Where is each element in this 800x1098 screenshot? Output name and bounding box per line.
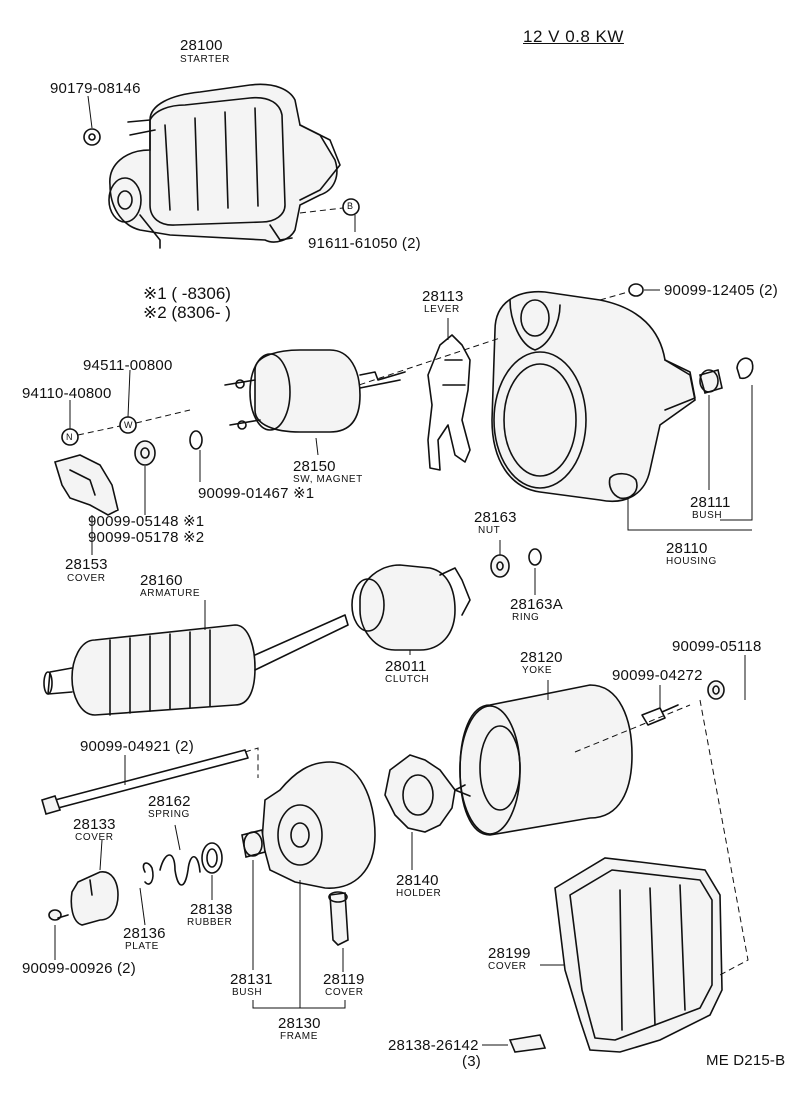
- part-number-28113: 28113: [422, 288, 464, 305]
- part-number-90099-05178: 90099-05178 ※2: [88, 529, 205, 546]
- screw-90099-04272-drawing: [641, 704, 679, 726]
- nut-90099-05118-drawing: [707, 680, 725, 700]
- part-number-28131: 28131: [230, 971, 273, 988]
- part-number-28100: 28100: [180, 37, 223, 54]
- starter-assembly-drawing: [108, 83, 341, 249]
- part-number-28119: 28119: [323, 971, 365, 988]
- part-name-plate: PLATE: [125, 941, 159, 952]
- part-name-cover-28133: COVER: [75, 832, 114, 843]
- part-name-holder: HOLDER: [396, 888, 442, 899]
- part-name-armature: ARMATURE: [140, 588, 201, 599]
- marker-b: [342, 198, 360, 216]
- part-name-clutch: CLUTCH: [385, 674, 430, 685]
- lever-drawing: [427, 334, 471, 471]
- part-number-94110-40800: 94110-40800: [22, 385, 112, 402]
- part-number-90099-01467: 90099-01467 ※1: [198, 485, 315, 502]
- part-name-nut-28163: NUT: [478, 525, 501, 536]
- part-number-90099-04921: 90099-04921 (2): [80, 738, 194, 755]
- clip-28138-26142-drawing: [508, 1034, 547, 1053]
- part-number-28011: 28011: [385, 658, 427, 675]
- part-number-28162: 28162: [148, 793, 191, 810]
- part-name-frame: FRAME: [280, 1031, 318, 1042]
- part-qty-28138-26142: (3): [462, 1053, 481, 1070]
- yoke-drawing: [454, 684, 691, 836]
- part-number-90179-08146: 90179-08146: [50, 80, 141, 97]
- legend-row-2: ※2 (8306- ): [143, 303, 231, 322]
- marker-b-label: B: [347, 201, 354, 211]
- washer-90099-05148-drawing: [134, 440, 156, 466]
- part-name-cover-28199: COVER: [488, 961, 527, 972]
- part-number-28111: 28111: [690, 494, 731, 511]
- frame-drawing: [261, 761, 376, 889]
- part-number-28153: 28153: [65, 556, 108, 573]
- bush-28131-drawing: [241, 829, 266, 858]
- part-name-rubber: RUBBER: [187, 917, 233, 928]
- holder-drawing: [384, 754, 456, 833]
- spring-28162-drawing: [159, 854, 201, 886]
- part-number-28163a: 28163A: [510, 596, 563, 613]
- washer-90099-12405-drawing: [599, 283, 644, 301]
- part-number-90099-05118: 90099-05118: [672, 638, 762, 655]
- part-number-28130: 28130: [278, 1015, 321, 1032]
- diagram-code: ME D215-B: [706, 1052, 786, 1069]
- screw-90099-00926-drawing: [48, 909, 69, 921]
- part-number-90099-00926: 90099-00926 (2): [22, 960, 136, 977]
- part-name-sw-magnet: SW, MAGNET: [293, 474, 363, 485]
- part-number-94511-00800: 94511-00800: [83, 357, 173, 374]
- part-name-lever: LEVER: [424, 304, 460, 315]
- legend-row-1: ※1 ( -8306): [143, 284, 231, 303]
- part-name-bush-28131: BUSH: [232, 987, 263, 998]
- part-number-28133: 28133: [73, 816, 116, 833]
- part-number-28138-26142: 28138-26142: [388, 1037, 479, 1054]
- part-name-spring: SPRING: [148, 809, 190, 820]
- nut-28163-drawing: [490, 554, 510, 578]
- nut-90179-drawing: [83, 128, 101, 146]
- part-number-91611-61050: 91611-61050 (2): [308, 235, 421, 252]
- part-number-90099-05148: 90099-05148 ※1: [88, 513, 205, 530]
- part-name-ring: RING: [512, 612, 540, 623]
- part-number-28150: 28150: [293, 458, 336, 475]
- part-number-28120: 28120: [520, 649, 563, 666]
- ring-90099-01467-drawing: [189, 430, 203, 450]
- part-number-28138: 28138: [190, 901, 233, 918]
- part-name-housing: HOUSING: [666, 556, 717, 567]
- armature-drawing: [43, 614, 349, 716]
- leader-lines: [54, 95, 753, 1046]
- clutch-drawing: [351, 564, 471, 651]
- part-number-90099-12405: 90099-12405 (2): [664, 282, 778, 299]
- plate-28136-drawing: [142, 862, 154, 885]
- cover-28199-drawing: [554, 699, 749, 1053]
- part-name-cover-28153: COVER: [67, 573, 106, 584]
- part-number-28140: 28140: [396, 872, 439, 889]
- part-number-28160: 28160: [140, 572, 183, 589]
- bush-28111-drawing: [699, 357, 754, 394]
- through-bolt-drawing: [41, 747, 259, 815]
- housing-drawing: [349, 290, 696, 502]
- part-number-28110: 28110: [666, 540, 708, 557]
- part-name-yoke: YOKE: [522, 665, 553, 676]
- part-number-28163: 28163: [474, 509, 517, 526]
- marker-n-label: N: [66, 432, 74, 442]
- part-number-28136: 28136: [123, 925, 166, 942]
- part-name-cover-28119: COVER: [325, 987, 364, 998]
- part-name-starter: STARTER: [180, 54, 230, 65]
- part-number-90099-04272: 90099-04272: [612, 667, 703, 684]
- cover-28153-drawing: [53, 454, 119, 516]
- part-number-28199: 28199: [488, 945, 531, 962]
- rubber-28138-drawing: [201, 842, 223, 874]
- part-name-bush-28111: BUSH: [692, 510, 723, 521]
- ring-28163a-drawing: [528, 548, 542, 566]
- magnet-switch-drawing: [224, 349, 406, 433]
- cover-28119-drawing: [328, 891, 349, 946]
- marker-w-label: W: [124, 420, 134, 430]
- spec-title: 12 V 0.8 KW: [523, 27, 624, 46]
- cover-28133-drawing: [70, 871, 119, 926]
